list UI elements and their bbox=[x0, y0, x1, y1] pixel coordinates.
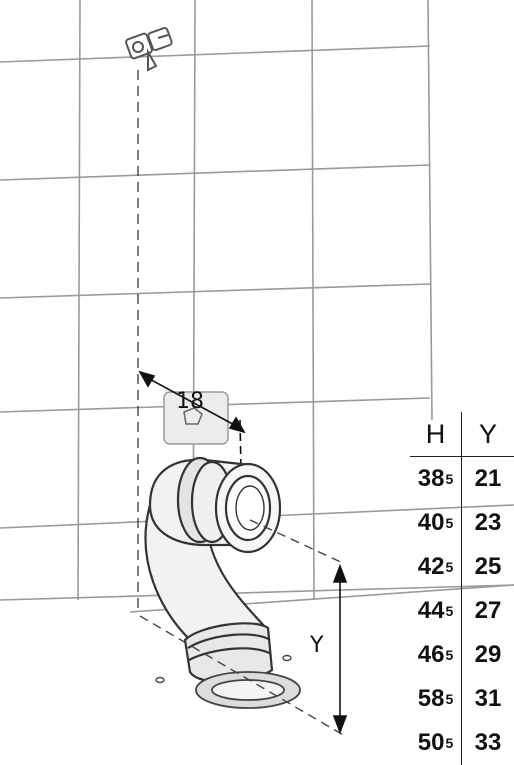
siphon-pipe bbox=[144, 456, 282, 692]
height-extension-lines bbox=[139, 519, 346, 737]
h-value-base: 58 bbox=[417, 685, 445, 712]
y-value: 33 bbox=[474, 729, 502, 756]
y-value: 31 bbox=[474, 685, 502, 712]
wall-plate bbox=[163, 391, 229, 445]
valve-icon bbox=[125, 26, 173, 72]
h-value-base: 46 bbox=[417, 641, 445, 668]
h-value-base: 42 bbox=[417, 553, 445, 580]
y-value: 29 bbox=[474, 641, 502, 668]
diagram-drawing: 18 bbox=[0, 0, 514, 737]
column-header-h: H bbox=[410, 412, 462, 456]
table-header-row: H Y bbox=[410, 412, 514, 457]
floor-marker-right bbox=[282, 654, 292, 662]
y-value: 27 bbox=[474, 597, 502, 624]
height-dimension bbox=[332, 563, 348, 735]
offset-label: 18 bbox=[176, 389, 204, 414]
y-value: 25 bbox=[474, 553, 502, 580]
floor-marker-left bbox=[155, 676, 165, 684]
y-value: 21 bbox=[474, 465, 502, 492]
height-label: Y bbox=[309, 633, 324, 658]
h-value-base: 38 bbox=[417, 465, 445, 492]
y-value: 23 bbox=[474, 509, 502, 536]
column-header-y: Y bbox=[478, 418, 497, 449]
h-value-base: 50 bbox=[417, 729, 445, 756]
h-value-base: 40 bbox=[417, 509, 445, 536]
h-value-base: 44 bbox=[417, 597, 445, 624]
floor-flange bbox=[195, 671, 301, 709]
